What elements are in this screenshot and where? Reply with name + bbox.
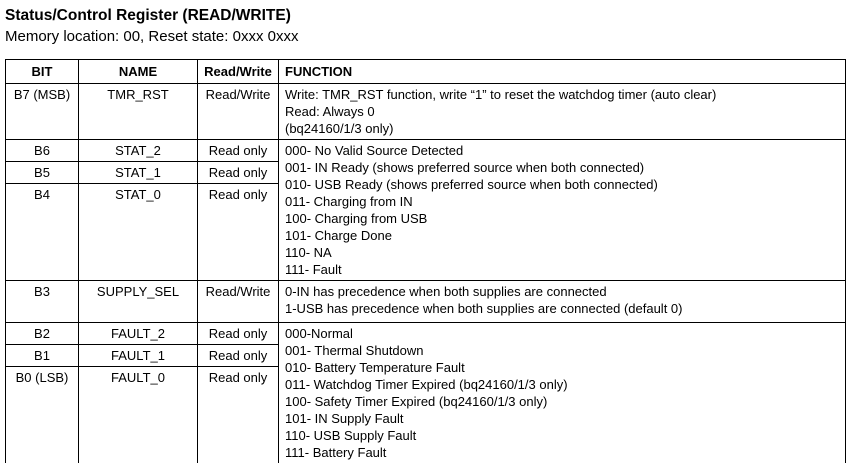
name-cell-fault-1: FAULT_1 bbox=[78, 344, 198, 367]
rw-cell-b1: Read only bbox=[197, 344, 279, 367]
register-table: BIT NAME Read/Write FUNCTION B7 (MSB) TM… bbox=[5, 59, 846, 463]
rw-cell-b6: Read only bbox=[197, 139, 279, 162]
name-cell-fault-2: FAULT_2 bbox=[78, 322, 198, 345]
table-row-b3: B3 SUPPLY_SEL Read/Write 0-IN has preced… bbox=[5, 280, 846, 323]
name-cell-stat-1: STAT_1 bbox=[78, 161, 198, 184]
function-cell-supply-sel: 0-IN has precedence when both supplies a… bbox=[278, 280, 846, 323]
table-row-b7: B7 (MSB) TMR_RST Read/Write Write: TMR_R… bbox=[5, 83, 846, 140]
bit-cell-b7: B7 (MSB) bbox=[5, 83, 79, 140]
table-header-row: BIT NAME Read/Write FUNCTION bbox=[5, 59, 846, 84]
bit-cell-b2: B2 bbox=[5, 322, 79, 345]
name-cell-stat-2: STAT_2 bbox=[78, 139, 198, 162]
rw-cell-b7: Read/Write bbox=[197, 83, 279, 140]
column-header-read-write: Read/Write bbox=[197, 59, 279, 84]
bit-cell-b0: B0 (LSB) bbox=[5, 366, 79, 463]
column-header-function: FUNCTION bbox=[278, 59, 846, 84]
function-cell-fault: 000-Normal 001- Thermal Shutdown 010- Ba… bbox=[278, 322, 846, 463]
rw-cell-b5: Read only bbox=[197, 161, 279, 184]
page-title: Status/Control Register (READ/WRITE) bbox=[5, 7, 291, 24]
table-row-b0: B0 (LSB) FAULT_0 Read only bbox=[5, 366, 846, 463]
bit-cell-b4: B4 bbox=[5, 183, 79, 281]
rw-cell-b4: Read only bbox=[197, 183, 279, 281]
table-row-b4: B4 STAT_0 Read only bbox=[5, 183, 846, 281]
name-cell-fault-0: FAULT_0 bbox=[78, 366, 198, 463]
table-row-b1: B1 FAULT_1 Read only bbox=[5, 344, 846, 367]
table-row-b2: B2 FAULT_2 Read only 000-Normal 001- The… bbox=[5, 322, 846, 463]
rw-cell-b2: Read only bbox=[197, 322, 279, 345]
name-cell-tmr-rst: TMR_RST bbox=[78, 83, 198, 140]
bit-cell-b6: B6 bbox=[5, 139, 79, 162]
page-subtitle: Memory location: 00, Reset state: 0xxx 0… bbox=[5, 28, 299, 45]
table-row-b6: B6 STAT_2 Read only 000- No Valid Source… bbox=[5, 139, 846, 281]
name-cell-supply-sel: SUPPLY_SEL bbox=[78, 280, 198, 323]
rw-cell-b0: Read only bbox=[197, 366, 279, 463]
column-header-name: NAME bbox=[78, 59, 198, 84]
function-cell-stat: 000- No Valid Source Detected 001- IN Re… bbox=[278, 139, 846, 281]
name-cell-stat-0: STAT_0 bbox=[78, 183, 198, 281]
function-cell-tmr-rst: Write: TMR_RST function, write “1” to re… bbox=[278, 83, 846, 140]
bit-cell-b5: B5 bbox=[5, 161, 79, 184]
column-header-bit: BIT bbox=[5, 59, 79, 84]
bit-cell-b1: B1 bbox=[5, 344, 79, 367]
rw-cell-b3: Read/Write bbox=[197, 280, 279, 323]
bit-cell-b3: B3 bbox=[5, 280, 79, 323]
